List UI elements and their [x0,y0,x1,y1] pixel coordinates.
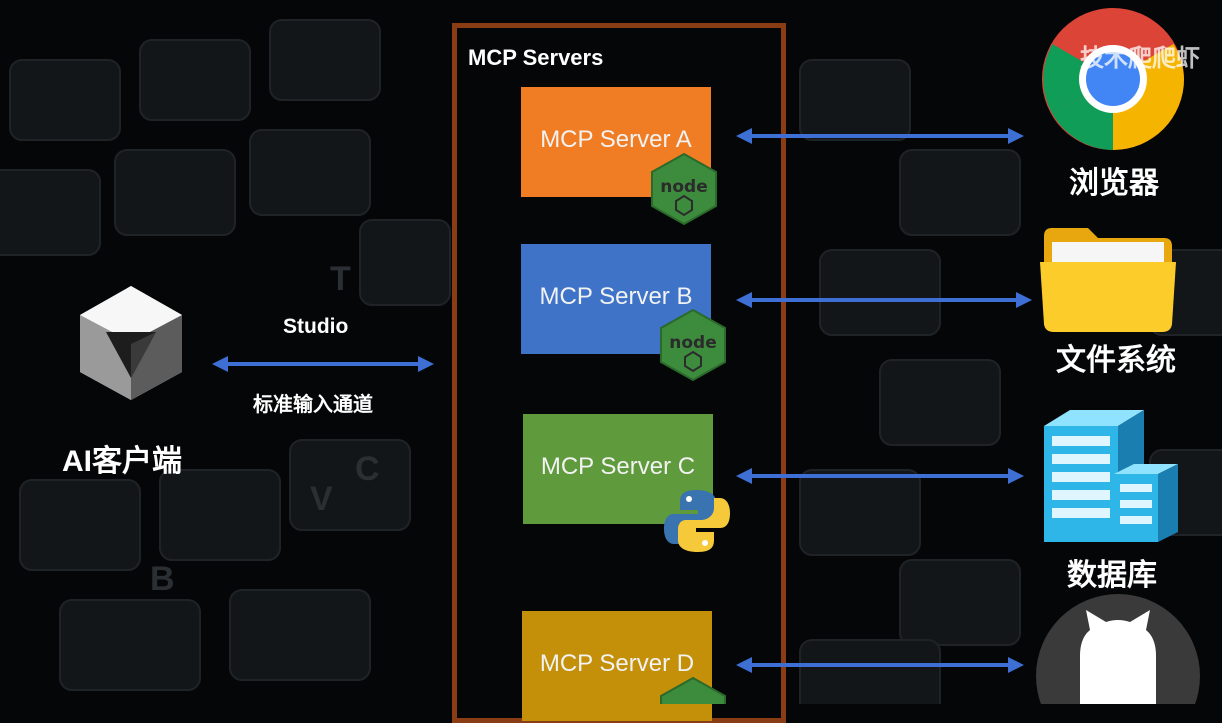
diagram-canvas: B V T C AI客户端 Studio 标准输入通道 MCP Servers … [0,8,1222,723]
servers-group-title: MCP Servers [468,45,604,70]
svg-text:node: node [669,333,716,353]
server-label-b: MCP Server B [539,283,693,310]
server-box-d: MCP Server D [522,611,712,721]
transport-bottom-label: 标准输入通道 [253,394,373,416]
svg-text:node: node [660,177,707,197]
server-c-database-arrow [736,468,1024,484]
svg-text:C: C [355,450,380,488]
svg-text:V: V [310,480,333,518]
nodejs-icon: node [660,308,726,382]
folder-icon [1040,228,1176,332]
ai-client-label: AI客户端 [62,445,182,478]
database-server-icon [1044,410,1178,542]
server-label-d: MCP Server D [539,650,695,677]
server-d-github-arrow [736,657,1024,673]
nodejs-icon: node [651,152,717,226]
server-box-a: MCP Server A [521,87,711,197]
resource-label-database: 数据库 [1067,559,1157,592]
server-label-c: MCP Server C [540,453,696,480]
server-b-filesystem-arrow [736,292,1032,308]
transport-top-label: Studio [283,315,349,338]
chrome-icon [1042,8,1184,150]
server-label-a: MCP Server A [540,126,692,153]
watermark: 技术爬爬虾 [1080,45,1200,72]
server-a-browser-arrow [736,128,1024,144]
svg-text:B: B [150,560,175,598]
nodejs-icon [660,676,726,704]
resource-label-filesystem: 文件系统 [1056,344,1176,377]
resource-label-browser: 浏览器 [1069,167,1159,200]
ai-client-cube-icon [80,286,182,400]
svg-text:T: T [330,260,351,298]
python-icon [664,490,730,552]
client-server-arrow [212,356,434,372]
github-icon [1036,594,1200,704]
